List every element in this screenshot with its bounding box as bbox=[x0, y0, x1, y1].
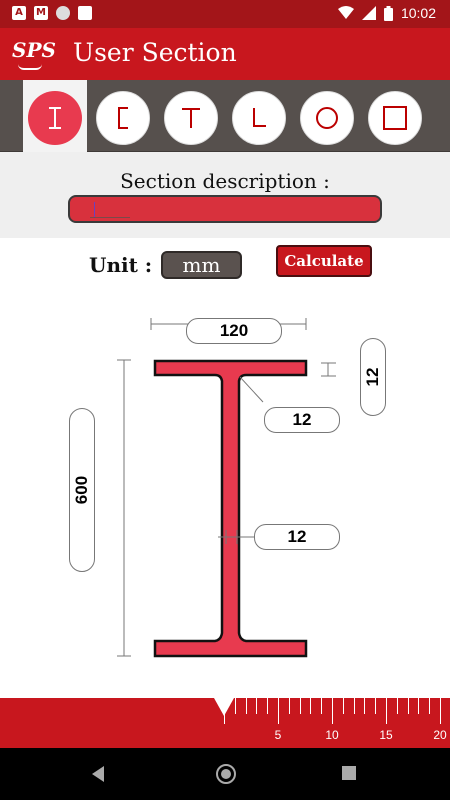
ruler-tick bbox=[245, 698, 247, 714]
gmail-icon: M bbox=[34, 6, 48, 20]
ruler-tick bbox=[353, 698, 355, 714]
unit-selector[interactable]: mm bbox=[161, 251, 242, 279]
shape-tab-bar bbox=[0, 80, 450, 152]
ruler-tick bbox=[332, 698, 333, 724]
i-beam-icon bbox=[49, 107, 61, 129]
tab-angle[interactable] bbox=[227, 80, 291, 152]
ruler-label: 20 bbox=[433, 728, 447, 742]
ruler-tick bbox=[288, 698, 290, 714]
recents-icon[interactable] bbox=[342, 766, 356, 780]
wifi-icon bbox=[337, 6, 354, 19]
ruler-tick bbox=[429, 698, 431, 714]
ruler-tick bbox=[342, 698, 344, 714]
square-shape-icon bbox=[383, 106, 407, 130]
ruler-tick bbox=[364, 698, 366, 714]
circle-shape-icon bbox=[316, 107, 338, 129]
flange-width-field[interactable]: 120 bbox=[186, 318, 282, 344]
text-cursor bbox=[94, 202, 95, 218]
section-diagram: 120 12 12 12 600 bbox=[0, 290, 450, 690]
system-nav-bar bbox=[0, 748, 450, 800]
fillet-radius-field[interactable]: 12 bbox=[264, 407, 340, 433]
i-beam-drawing bbox=[117, 318, 336, 658]
channel-icon bbox=[118, 107, 128, 129]
app-bar: SPS User Section bbox=[0, 28, 450, 80]
page-title: User Section bbox=[73, 38, 237, 67]
flange-thickness-field[interactable]: 12 bbox=[360, 338, 386, 416]
tab-circle[interactable] bbox=[295, 80, 359, 152]
calculate-button[interactable]: Calculate bbox=[276, 245, 372, 277]
ruler-tick bbox=[407, 698, 409, 714]
section-description-input[interactable] bbox=[68, 195, 382, 223]
ruler-tick bbox=[418, 698, 420, 714]
tab-channel[interactable] bbox=[91, 80, 155, 152]
status-bar: A M 10:02 bbox=[0, 0, 450, 28]
ruler-tick bbox=[321, 698, 323, 714]
height-field[interactable]: 600 bbox=[69, 408, 95, 572]
unit-label: Unit : bbox=[89, 253, 153, 277]
circle-icon bbox=[56, 6, 70, 20]
tab-tee[interactable] bbox=[159, 80, 223, 152]
section-description-panel: Section description : bbox=[0, 152, 450, 238]
back-icon[interactable] bbox=[92, 766, 104, 782]
scale-ruler[interactable]: 5 10 15 20 bbox=[0, 698, 450, 748]
ruler-tick bbox=[310, 698, 312, 714]
ruler-tick bbox=[267, 698, 269, 714]
tab-square[interactable] bbox=[363, 80, 427, 152]
ruler-label: 10 bbox=[325, 728, 339, 742]
app-logo: SPS bbox=[12, 36, 56, 72]
clock: 10:02 bbox=[400, 5, 436, 21]
ruler-label: 15 bbox=[379, 728, 393, 742]
tee-icon bbox=[182, 108, 200, 128]
ruler-tick bbox=[386, 698, 387, 724]
ruler-tick bbox=[234, 698, 236, 714]
section-description-label: Section description : bbox=[120, 169, 330, 193]
ruler-label: 5 bbox=[274, 728, 282, 742]
ruler-tick bbox=[278, 698, 279, 724]
ruler-tick bbox=[440, 698, 441, 724]
ruler-tick bbox=[375, 698, 377, 714]
signal-icon bbox=[361, 6, 376, 20]
ruler-tick bbox=[224, 698, 225, 724]
battery-icon bbox=[383, 5, 393, 21]
web-thickness-field[interactable]: 12 bbox=[254, 524, 340, 550]
input-underline bbox=[90, 217, 130, 218]
app-a-icon: A bbox=[12, 6, 26, 20]
ruler-tick bbox=[299, 698, 301, 714]
ruler-tick bbox=[256, 698, 258, 714]
angle-icon bbox=[253, 108, 266, 127]
home-icon[interactable] bbox=[216, 764, 236, 784]
sd-card-icon bbox=[78, 6, 92, 20]
ruler-tick bbox=[396, 698, 398, 714]
tab-i-beam[interactable] bbox=[23, 80, 87, 152]
